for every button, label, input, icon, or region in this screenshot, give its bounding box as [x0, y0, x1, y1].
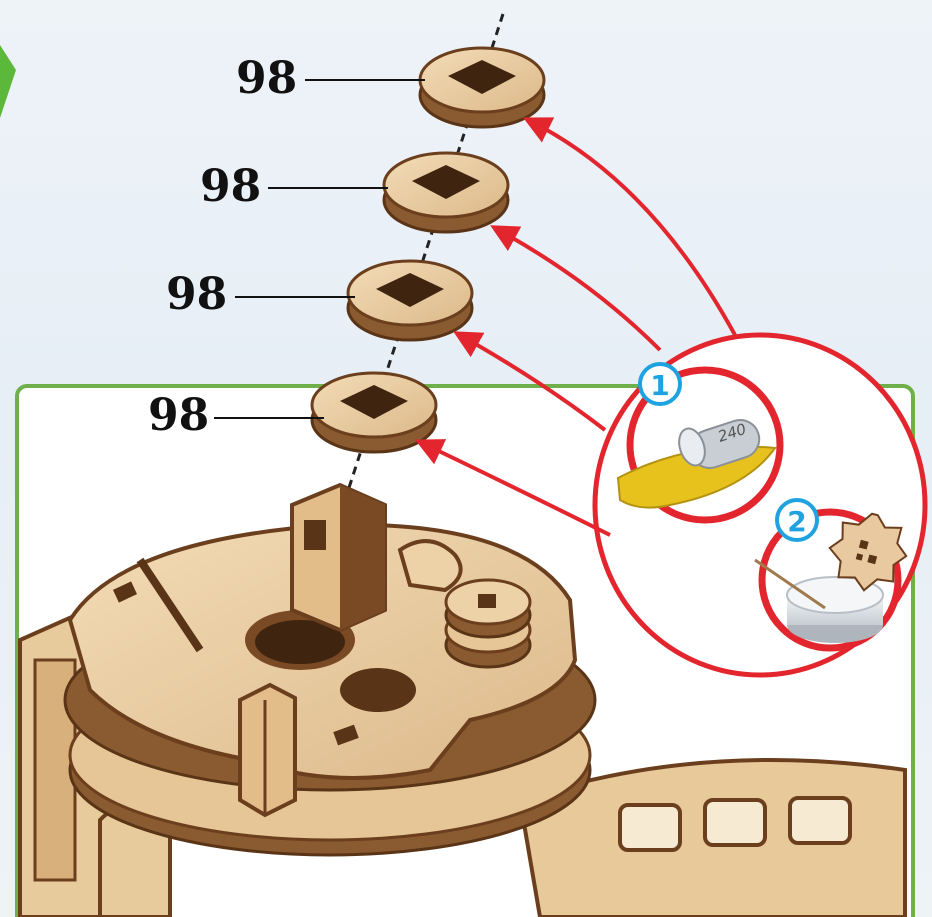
- step2-badge-number: 2: [787, 505, 806, 538]
- spacer-ring-4: [310, 371, 438, 454]
- sandpaper-icon: [616, 419, 777, 509]
- leader-line-1: [305, 79, 425, 81]
- part-label-98-1: 98: [236, 53, 298, 104]
- leader-line-2: [268, 187, 388, 189]
- part-label-98-2: 98: [200, 161, 262, 212]
- leader-line-3: [235, 296, 355, 298]
- wax-gear-icon: [754, 512, 908, 643]
- spacer-ring-1: [418, 46, 546, 129]
- part-label-98-4: 98: [148, 390, 210, 441]
- spacer-ring-3: [346, 259, 474, 342]
- leader-line-4: [214, 417, 324, 419]
- wooden-mechanism-illustration: [18, 482, 907, 917]
- next-step-arrow-icon[interactable]: [0, 45, 16, 118]
- tip-arrows: [414, 117, 737, 537]
- step1-badge: [638, 362, 682, 406]
- step1-badge-number: 1: [650, 369, 669, 402]
- step2-badge: [775, 498, 819, 542]
- part-label-98-3: 98: [166, 269, 228, 320]
- spacer-ring-2: [382, 151, 510, 234]
